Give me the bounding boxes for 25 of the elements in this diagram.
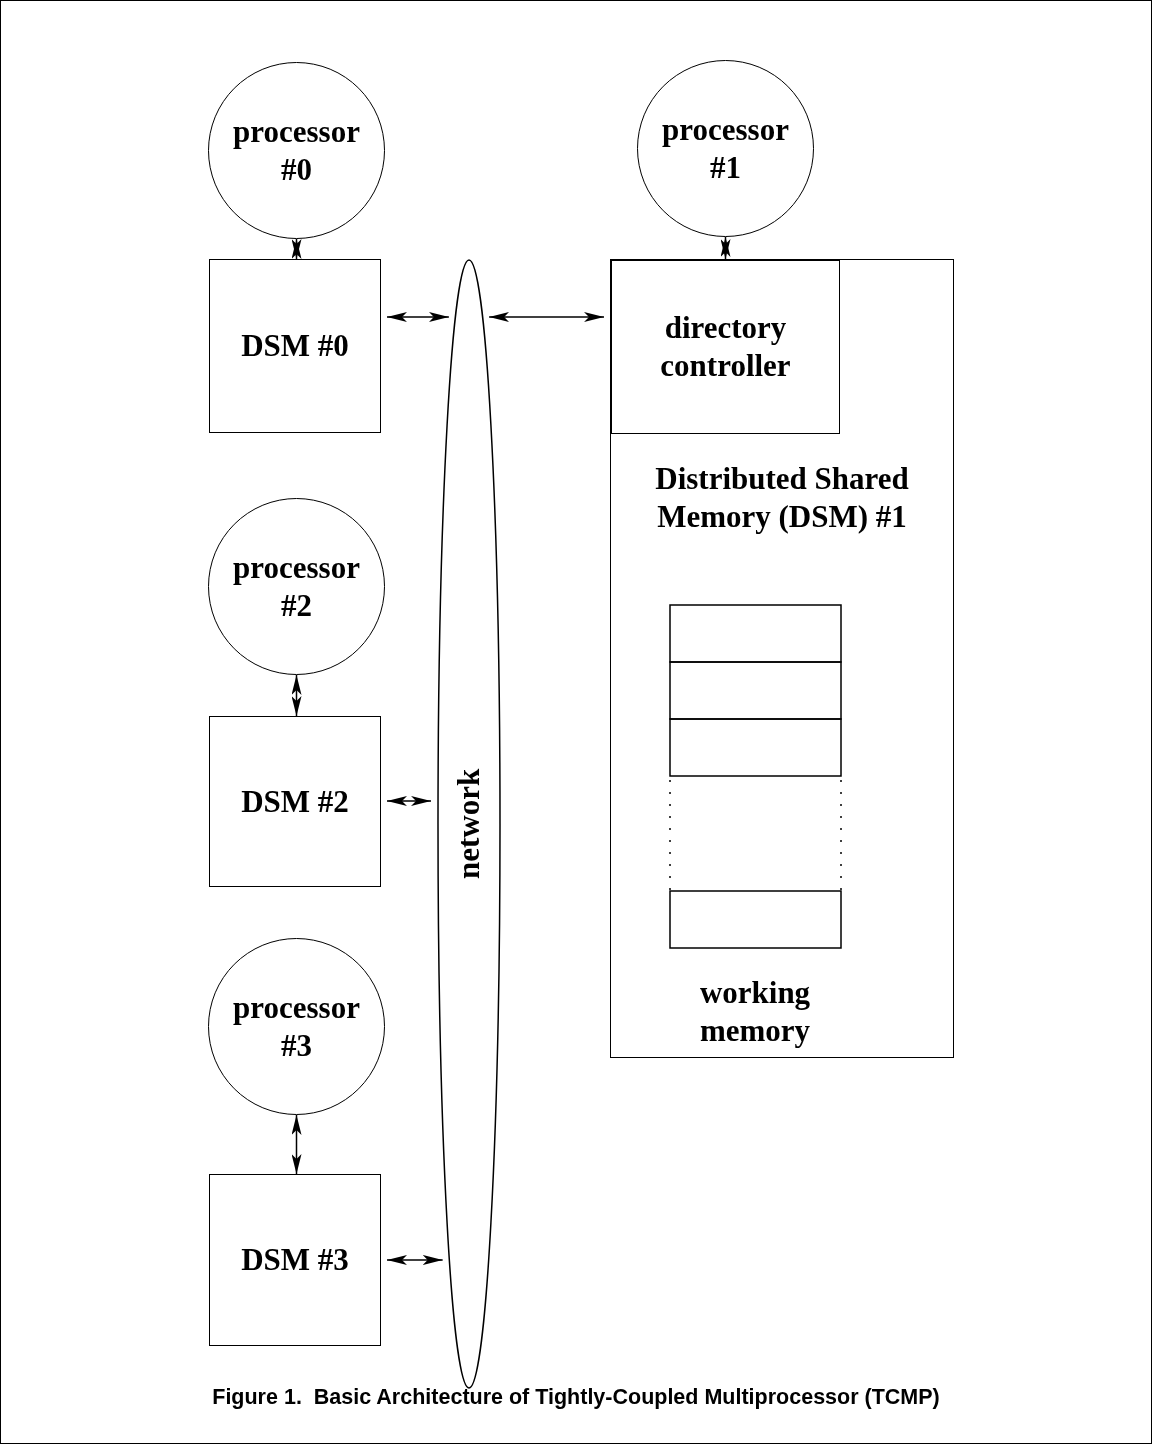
network-label: network [450, 768, 488, 880]
double-arrow [720, 236, 731, 260]
process-box [611, 260, 840, 434]
double-arrow [291, 674, 302, 717]
node-label: directory controller [659, 309, 792, 385]
process-box [209, 1174, 381, 1346]
double-arrow [386, 1255, 444, 1265]
node-label: processor #0 [232, 112, 361, 189]
memory-module-box [610, 259, 954, 1058]
node-label: DSM #2 [241, 782, 349, 821]
figure-caption: Figure 1. Basic Architecture of Tightly-Coupled Multiprocessor (TCMP) [211, 1385, 941, 1410]
memory-label: working memory [698, 974, 812, 1050]
process-box [209, 259, 381, 433]
node-label: DSM #3 [241, 1241, 349, 1279]
module-heading: Distributed Shared Memory (DSM) #1 [654, 460, 910, 536]
double-arrow [291, 1114, 302, 1175]
double-arrow [291, 238, 302, 260]
node-label: DSM #0 [241, 327, 349, 365]
node-label: processor #2 [232, 548, 361, 625]
node-label: processor #1 [661, 110, 790, 187]
node-label: processor #3 [232, 988, 361, 1065]
process-box [209, 716, 381, 887]
double-arrow [386, 312, 450, 322]
double-arrow [488, 312, 605, 322]
double-arrow [386, 796, 432, 806]
